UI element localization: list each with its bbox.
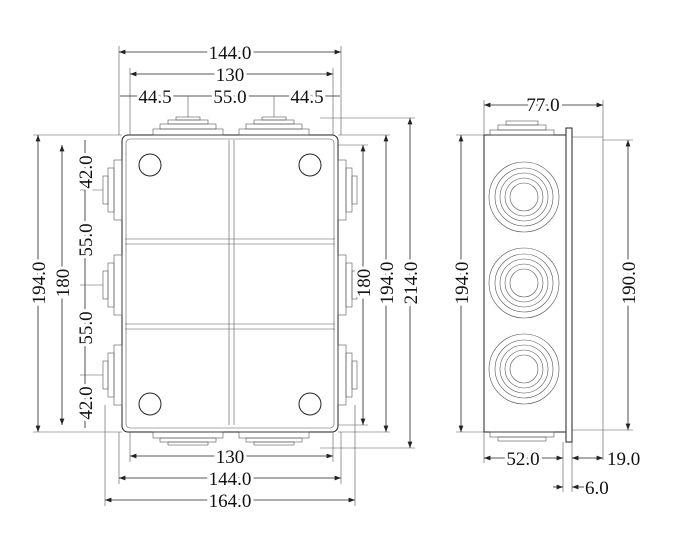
- dim-side-width: 77.0: [526, 95, 559, 116]
- dim-left-seg3: 55.0: [76, 311, 97, 344]
- knockout-hole: [138, 153, 162, 177]
- dim-right-overall: 214.0: [401, 262, 422, 305]
- dim-left-seg1: 42.0: [76, 155, 97, 188]
- dim-bottom-overall: 164.0: [209, 491, 252, 512]
- dim-right-inner: 180: [354, 269, 375, 298]
- dim-top-inner: 130: [216, 65, 245, 86]
- cable-gland-right: [337, 159, 358, 406]
- dim-left-seg4: 42.0: [76, 386, 97, 419]
- knockout-hole: [298, 392, 322, 416]
- dim-side-base-depth: 52.0: [506, 449, 539, 470]
- dim-side-lid-depth: 19.0: [607, 449, 640, 470]
- dim-side-inner-height: 190.0: [619, 262, 640, 305]
- cable-gland-left: [102, 159, 123, 406]
- dim-left-seg2: 55.0: [76, 223, 97, 256]
- dim-top-middle: 55.0: [213, 87, 246, 108]
- front-view: 144.0 130 44.5 55.0 44.5 194.0 180 42.0 …: [26, 40, 425, 515]
- dim-left-overall: 194.0: [29, 262, 50, 305]
- side-view: 77.0 194.0 190.0 52.0 19.0 6.0: [449, 92, 643, 499]
- dim-left-inner: 180: [53, 269, 74, 298]
- dim-side-flange: 6.0: [585, 478, 609, 499]
- knockout-hole: [298, 153, 322, 177]
- knockout-rings: [488, 161, 560, 405]
- knockout-hole: [138, 392, 162, 416]
- dim-bottom-inner: 130: [216, 447, 245, 468]
- cable-gland-top: [152, 116, 310, 136]
- cable-gland-bottom: [489, 431, 555, 442]
- cable-gland-bottom: [152, 431, 310, 446]
- dim-top-left: 44.5: [138, 87, 171, 108]
- cable-gland-top: [489, 120, 555, 136]
- dim-bottom-body: 144.0: [209, 469, 252, 490]
- dim-right-body: 194.0: [377, 262, 398, 305]
- dim-side-height: 194.0: [452, 262, 473, 305]
- dim-top-overall: 144.0: [209, 43, 252, 64]
- dim-top-right: 44.5: [290, 87, 323, 108]
